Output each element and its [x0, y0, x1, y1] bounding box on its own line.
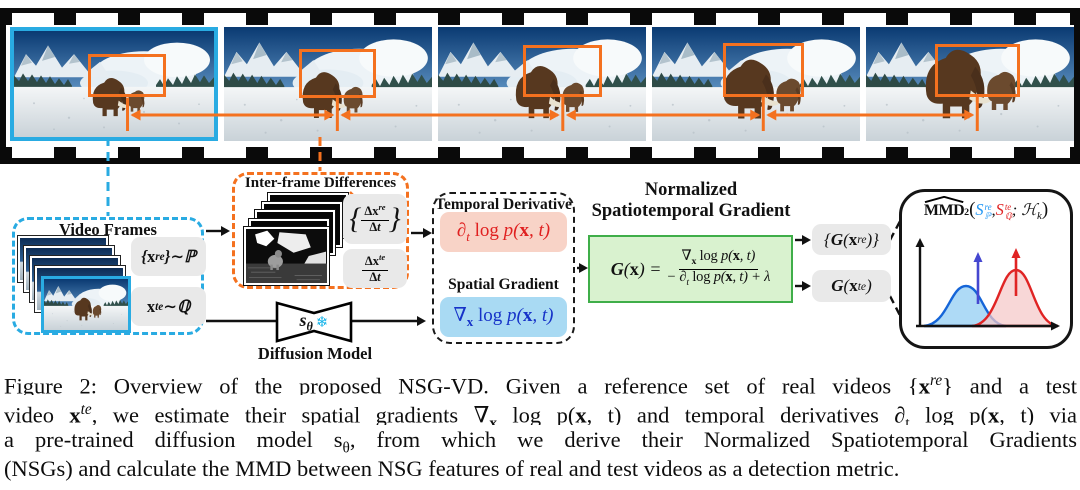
nsg-lhs: G(x) =: [610, 258, 662, 279]
widehat-icon: [924, 196, 964, 203]
temporal-derivative-title: Temporal Derivative: [435, 196, 572, 213]
sprocket-holes-top: [12, 13, 1070, 25]
open-brace: {: [349, 202, 362, 235]
derivative-box: [432, 192, 575, 344]
mmd-hat-term: MMD: [924, 196, 965, 220]
sprocket-holes-bottom: [12, 146, 1070, 158]
nsg-title-line1: Normalized: [644, 180, 738, 200]
caption-line: a pre-trained diffusion model sθ, from w…: [4, 426, 1077, 455]
tracking-bounding-box: [722, 42, 804, 97]
difference-frame-front: [243, 226, 330, 286]
film-strip: [0, 8, 1080, 164]
figure-caption: Figure 2: Overview of the proposed NSG-V…: [4, 366, 1077, 484]
film-frame-3: [438, 27, 646, 141]
tracking-bounding-box: [934, 44, 1020, 97]
spatial-gradient-title: Spatial Gradient: [448, 276, 559, 293]
score-network-symbol: sθ: [299, 309, 313, 334]
inter-frame-differences-box: [232, 172, 409, 289]
spatial-gradient-formula: ∇x log p(x, t): [440, 297, 567, 337]
caption-line: (NSGs) and calculate the MMD between NSG…: [4, 456, 900, 482]
tracking-bounding-box: [298, 48, 376, 98]
temporal-derivative-formula: ∂t log p(x, t): [440, 212, 567, 252]
test-difference-label: Δxte Δt: [343, 249, 407, 288]
caption-line: Figure 2: Overview of the proposed NSG-V…: [4, 372, 1077, 396]
difference-scene-thumb: [246, 229, 327, 283]
diffusion-model-symbol: sθ ❄: [275, 301, 353, 343]
tracking-bounding-box: [523, 45, 603, 97]
close-brace: }: [388, 202, 401, 235]
plot-axes: [915, 238, 1060, 331]
diffusion-model-label: Diffusion Model: [257, 344, 373, 363]
caption-line: video xte, we estimate their spatial gra…: [4, 401, 1077, 425]
film-frame-5: [866, 27, 1074, 141]
tracking-bounding-box: [88, 54, 166, 97]
kernel-space-symbol: ; ℋk: [1011, 202, 1042, 223]
snowflake-frozen-icon: ❄: [315, 313, 329, 331]
real-difference-label: { Δxre Δt }: [343, 194, 407, 244]
video-frames-title: Video Frames: [59, 220, 157, 239]
nsg-title-line2: Spatiotemporal Gradient: [591, 201, 791, 221]
distribution-plot: [915, 238, 1060, 331]
film-frame-2: [224, 27, 432, 141]
film-frame-1: [10, 27, 218, 141]
nsg-title: Normalized Spatiotemporal Gradient: [581, 180, 801, 222]
nsg-fraction: ∇x log p(x, t) − ∂t log p(x, t) + λ: [666, 248, 771, 288]
film-frame-4: [652, 27, 860, 141]
inter-frame-differences-title: Inter-frame Differences: [244, 175, 397, 191]
mammoth-scene-thumb: [44, 279, 128, 330]
real-difference-fraction: Δxre Δt: [361, 203, 389, 234]
video-frame-front: [41, 276, 131, 333]
nsg-formula-box: G(x) = ∇x log p(x, t) − ∂t log p(x, t) +…: [588, 235, 793, 303]
video-frames-box: [12, 217, 204, 335]
test-difference-fraction: Δxte Δt: [361, 252, 389, 284]
